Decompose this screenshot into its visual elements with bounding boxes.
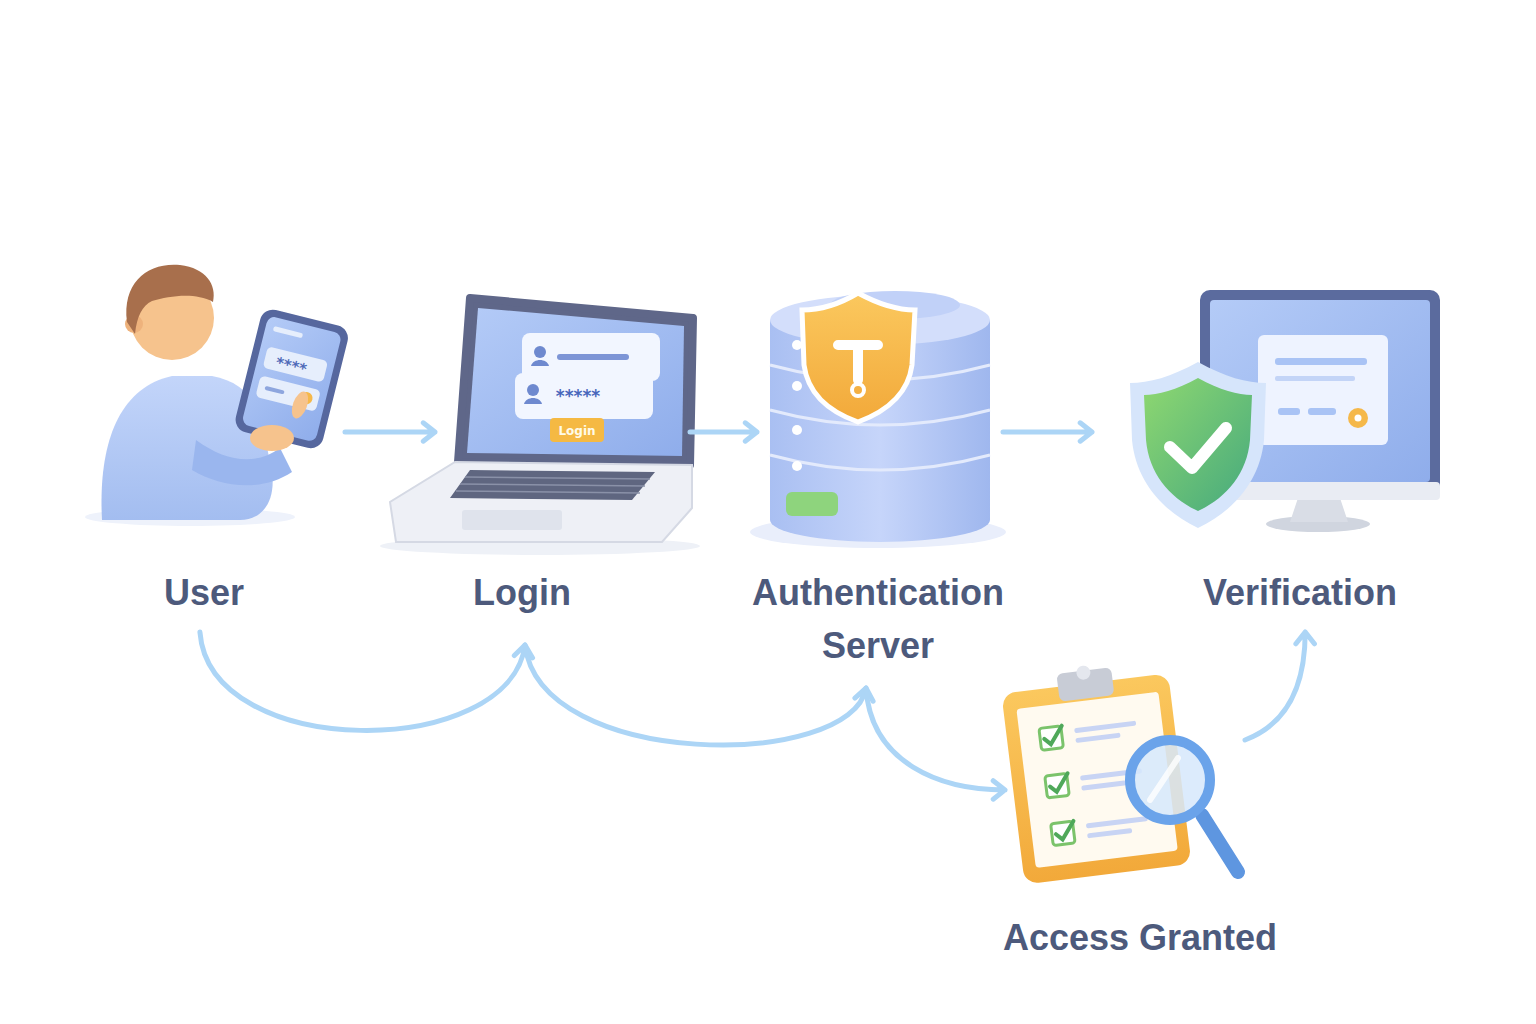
list-line bbox=[1081, 780, 1126, 790]
diagram-node: Login bbox=[435, 290, 690, 645]
node-label: User bbox=[104, 566, 304, 619]
login-button bbox=[550, 418, 604, 442]
check-mark bbox=[1055, 821, 1076, 840]
checkbox bbox=[1045, 773, 1070, 798]
server-led bbox=[792, 340, 802, 350]
phone-bar bbox=[273, 326, 303, 338]
password-field bbox=[515, 373, 653, 419]
diagram-node: Authentication Server bbox=[757, 285, 1003, 688]
user-hand bbox=[250, 425, 294, 451]
diagram-node: User bbox=[60, 260, 345, 632]
shield-fill bbox=[1144, 378, 1252, 511]
shield-rim bbox=[1130, 362, 1266, 528]
diagram-node: Verification bbox=[1092, 285, 1442, 632]
card-line bbox=[1275, 376, 1355, 381]
card-badge bbox=[1348, 408, 1368, 428]
flow-arrow bbox=[345, 423, 435, 441]
phone bbox=[233, 307, 351, 451]
server-status bbox=[786, 492, 838, 516]
node-label: Verification bbox=[1150, 566, 1450, 619]
user-icon bbox=[527, 384, 539, 396]
flow-arrow bbox=[1245, 632, 1314, 740]
flow-arrow bbox=[866, 688, 1005, 799]
node-label: Login bbox=[412, 566, 632, 619]
lens-glint bbox=[1150, 758, 1178, 800]
flow-arrow bbox=[525, 645, 873, 745]
flow-arrow bbox=[1003, 423, 1092, 441]
shield-symbol bbox=[852, 384, 864, 396]
server-stack bbox=[750, 291, 1006, 548]
security-shield bbox=[802, 293, 915, 422]
magnifier-handle bbox=[1202, 815, 1238, 872]
user-hair bbox=[126, 265, 213, 334]
touchpad bbox=[462, 510, 562, 530]
card-line bbox=[1275, 358, 1367, 365]
node-label: Access Granted bbox=[970, 911, 1310, 964]
clipboard-board bbox=[1001, 673, 1191, 884]
user-icon bbox=[524, 398, 542, 404]
flow-arrow bbox=[200, 632, 533, 730]
keyboard-keys bbox=[456, 477, 650, 493]
screen-card bbox=[1258, 335, 1388, 445]
server-led bbox=[792, 381, 802, 391]
laptop bbox=[380, 298, 700, 555]
card-line bbox=[1308, 408, 1336, 415]
button-text: Login bbox=[550, 423, 604, 439]
monitor-stand bbox=[1290, 498, 1348, 522]
flow-arrow bbox=[690, 423, 757, 441]
field-line bbox=[557, 354, 629, 360]
laptop-screen bbox=[467, 308, 684, 456]
masked-password: ***** bbox=[538, 386, 618, 407]
phone-line bbox=[264, 386, 284, 395]
node-label: Authentication Server bbox=[718, 566, 1038, 672]
check-shield bbox=[1130, 362, 1266, 528]
laptop-lid bbox=[458, 298, 693, 465]
check-mark bbox=[1049, 773, 1070, 792]
list-line bbox=[1074, 721, 1136, 734]
shield-symbol bbox=[838, 345, 878, 380]
user-figure bbox=[85, 265, 351, 526]
checkbox bbox=[1051, 821, 1076, 846]
list-line bbox=[1087, 828, 1132, 838]
clipboard-clip bbox=[1076, 665, 1092, 681]
phone-screen bbox=[241, 315, 342, 442]
phone-frame bbox=[233, 307, 351, 451]
user-icon bbox=[534, 346, 546, 358]
check-mark bbox=[1170, 428, 1226, 468]
keyboard bbox=[450, 470, 655, 500]
server-led bbox=[792, 461, 802, 471]
server-led bbox=[792, 425, 802, 435]
phone-field bbox=[255, 375, 320, 411]
check-mark bbox=[1043, 726, 1064, 745]
list-line bbox=[1075, 733, 1120, 743]
list-line bbox=[1086, 816, 1148, 829]
card-badge bbox=[1355, 415, 1362, 422]
checkbox bbox=[1039, 726, 1064, 751]
magnifier-lens bbox=[1130, 740, 1210, 820]
laptop-base bbox=[390, 462, 692, 542]
card-line bbox=[1278, 408, 1300, 415]
diagram-node: Access Granted bbox=[1005, 665, 1245, 975]
user-thumb bbox=[289, 389, 312, 420]
magnifier bbox=[1130, 740, 1238, 872]
user-icon bbox=[531, 360, 549, 366]
